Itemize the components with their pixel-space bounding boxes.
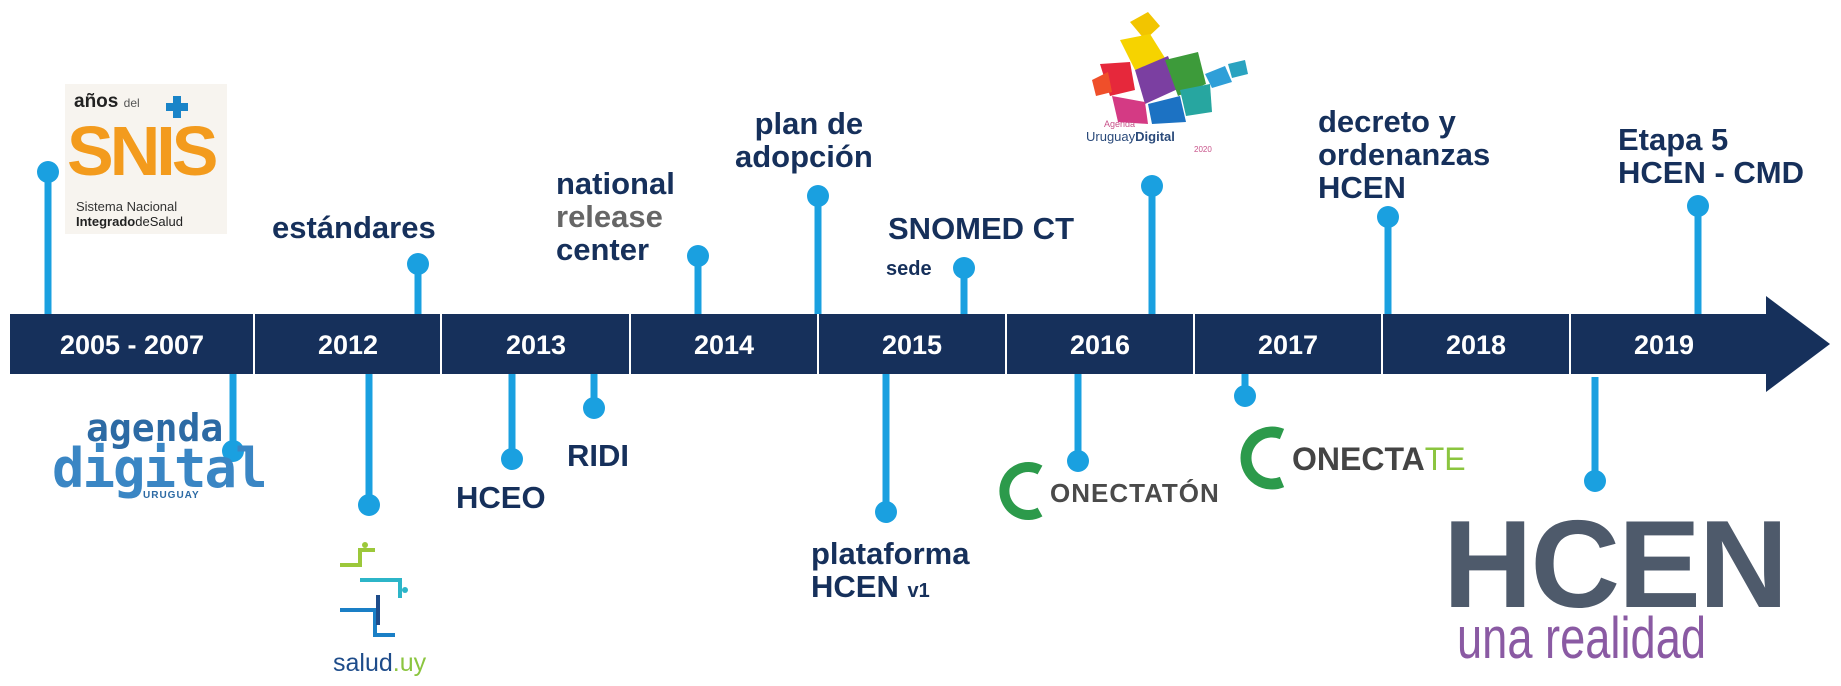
conectaton-text: ONECTATÓN [1050, 478, 1220, 508]
salud-logo-text: salud.uy [333, 649, 427, 677]
marker-plataforma [875, 374, 897, 523]
uydigital-small: Agenda [1104, 119, 1136, 129]
conectate-c-shape [1240, 426, 1285, 490]
agenda-line1: agenda [86, 406, 224, 450]
snis-line1: Sistema Nacional [76, 199, 178, 214]
marker-uydigital [1141, 175, 1163, 314]
marker-agenda [222, 374, 244, 462]
label-snomed: SNOMED CT [888, 211, 1074, 246]
year-separators [253, 314, 1571, 374]
label-etapa5: Etapa 5 HCEN - CMD [1618, 122, 1804, 190]
year-label-2019: 2019 [1634, 330, 1694, 360]
marker-etapa5 [1687, 195, 1709, 314]
timeline-bar [10, 314, 1767, 374]
snis-logo-shapes [65, 84, 227, 234]
agenda-line2: digital [52, 437, 268, 500]
year-label-2016: 2016 [1070, 330, 1130, 360]
year-label-2005: 2005 - 2007 [60, 330, 204, 360]
year-label-2013: 2013 [506, 330, 566, 360]
marker-ridi [583, 374, 605, 419]
label-snomed-sede: sede [886, 258, 932, 280]
year-label-2017: 2017 [1258, 330, 1318, 360]
label-plan: plan de adopción [735, 106, 873, 174]
label-decreto: decreto y ordenanzas HCEN [1318, 104, 1491, 205]
snis-big-letters: SNIS [67, 112, 218, 190]
marker-plan [807, 185, 829, 314]
marker-conectaton [1067, 374, 1089, 472]
hcen-subtitle: una realidad [1457, 606, 1707, 671]
year-label-2012: 2012 [318, 330, 378, 360]
year-label-2018: 2018 [1446, 330, 1506, 360]
salud-logo-shapes [340, 542, 408, 637]
hcen-big-logo: HCEN [1443, 496, 1788, 634]
marker-hcen [1584, 377, 1606, 492]
uydigital-main: UruguayDigital [1086, 129, 1175, 144]
marker-snis [37, 161, 59, 314]
marker-snomed [953, 257, 975, 314]
year-label-2014: 2014 [694, 330, 754, 360]
snis-line2: IntegradodeSalud [76, 214, 183, 229]
label-plataforma: plataforma HCEN v1 [811, 536, 970, 604]
marker-hceo [501, 374, 523, 470]
marker-decreto [1377, 206, 1399, 314]
marker-conectate [1234, 374, 1256, 407]
marker-estandares [407, 253, 429, 314]
marker-salud [358, 374, 380, 516]
snis-top-text: años del [74, 91, 140, 112]
uydigital-map-shapes [1092, 12, 1248, 124]
uydigital-year: 2020 [1194, 145, 1212, 154]
label-estandares: estándares [272, 210, 436, 245]
timeline-arrow [1766, 296, 1830, 392]
label-hceo: HCEO [456, 480, 546, 515]
agenda-line3: URUGUAY [143, 490, 200, 501]
conectate-text: ONECTATE [1292, 441, 1466, 477]
conectaton-c-shape [999, 462, 1043, 520]
label-ridi: RIDI [567, 438, 629, 473]
year-label-2015: 2015 [882, 330, 942, 360]
marker-nrc [687, 245, 709, 314]
label-nrc: national release center [556, 166, 675, 267]
